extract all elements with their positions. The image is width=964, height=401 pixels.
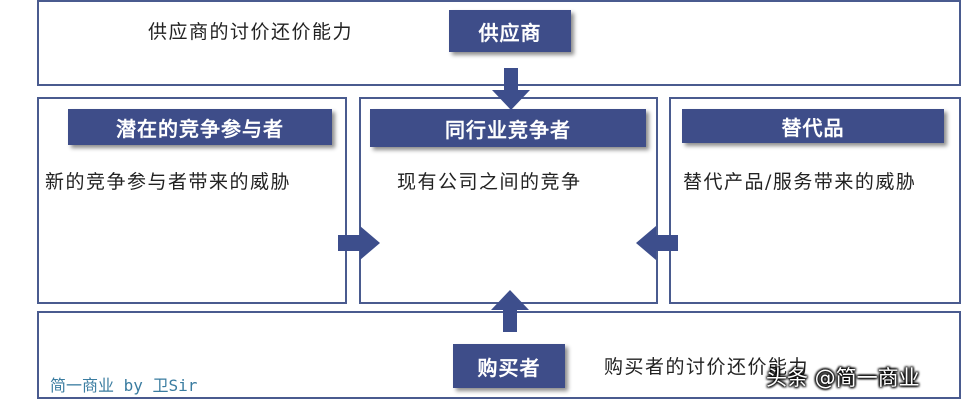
arrow-up-icon	[491, 290, 529, 332]
substitutes-description: 替代产品/服务带来的威胁	[683, 171, 917, 193]
substitutes-header: 替代品	[682, 109, 944, 143]
new-entrants-description: 新的竞争参与者带来的威胁	[45, 171, 292, 193]
industry-rivals-header: 同行业竞争者	[370, 109, 646, 147]
buyers-header: 购买者	[453, 344, 565, 388]
credit-text: 简一商业 by 卫Sir	[50, 376, 198, 395]
watermark-text: 头条 @简一商业	[766, 366, 920, 390]
industry-rivals-description: 现有公司之间的竞争	[397, 171, 582, 193]
new-entrants-header: 潜在的竞争参与者	[68, 109, 332, 145]
buyers-description: 购买者的讨价还价能力	[604, 356, 810, 378]
supplier-header: 供应商	[449, 10, 571, 52]
supplier-description: 供应商的讨价还价能力	[148, 21, 354, 43]
arrow-down-icon	[492, 68, 530, 110]
arrow-right-icon	[338, 226, 380, 260]
arrow-left-icon	[636, 226, 678, 260]
